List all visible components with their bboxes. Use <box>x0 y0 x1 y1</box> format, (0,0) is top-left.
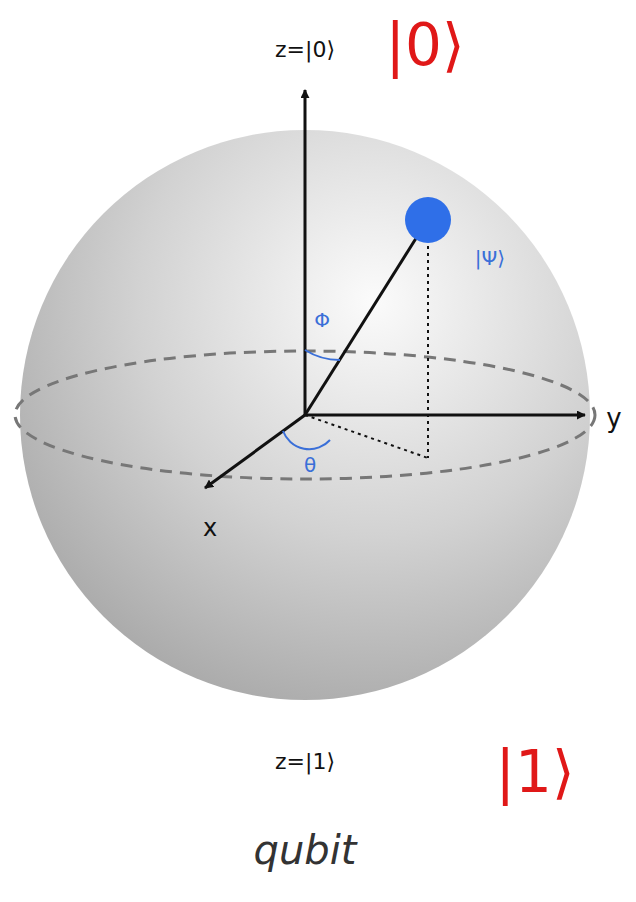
state-label: |Ψ⟩ <box>475 248 505 268</box>
axis-label: x <box>203 516 217 540</box>
axis-label: z=|1⟩ <box>275 751 335 773</box>
handwritten-note: |0⟩ <box>385 16 464 74</box>
handwritten-note: |1⟩ <box>495 743 574 801</box>
angle-label: θ <box>304 455 316 475</box>
angle-label: Φ <box>314 310 330 330</box>
axis-label: y <box>606 405 621 431</box>
axis-label: z=|0⟩ <box>275 39 335 61</box>
figure-caption: qubit <box>254 830 357 870</box>
